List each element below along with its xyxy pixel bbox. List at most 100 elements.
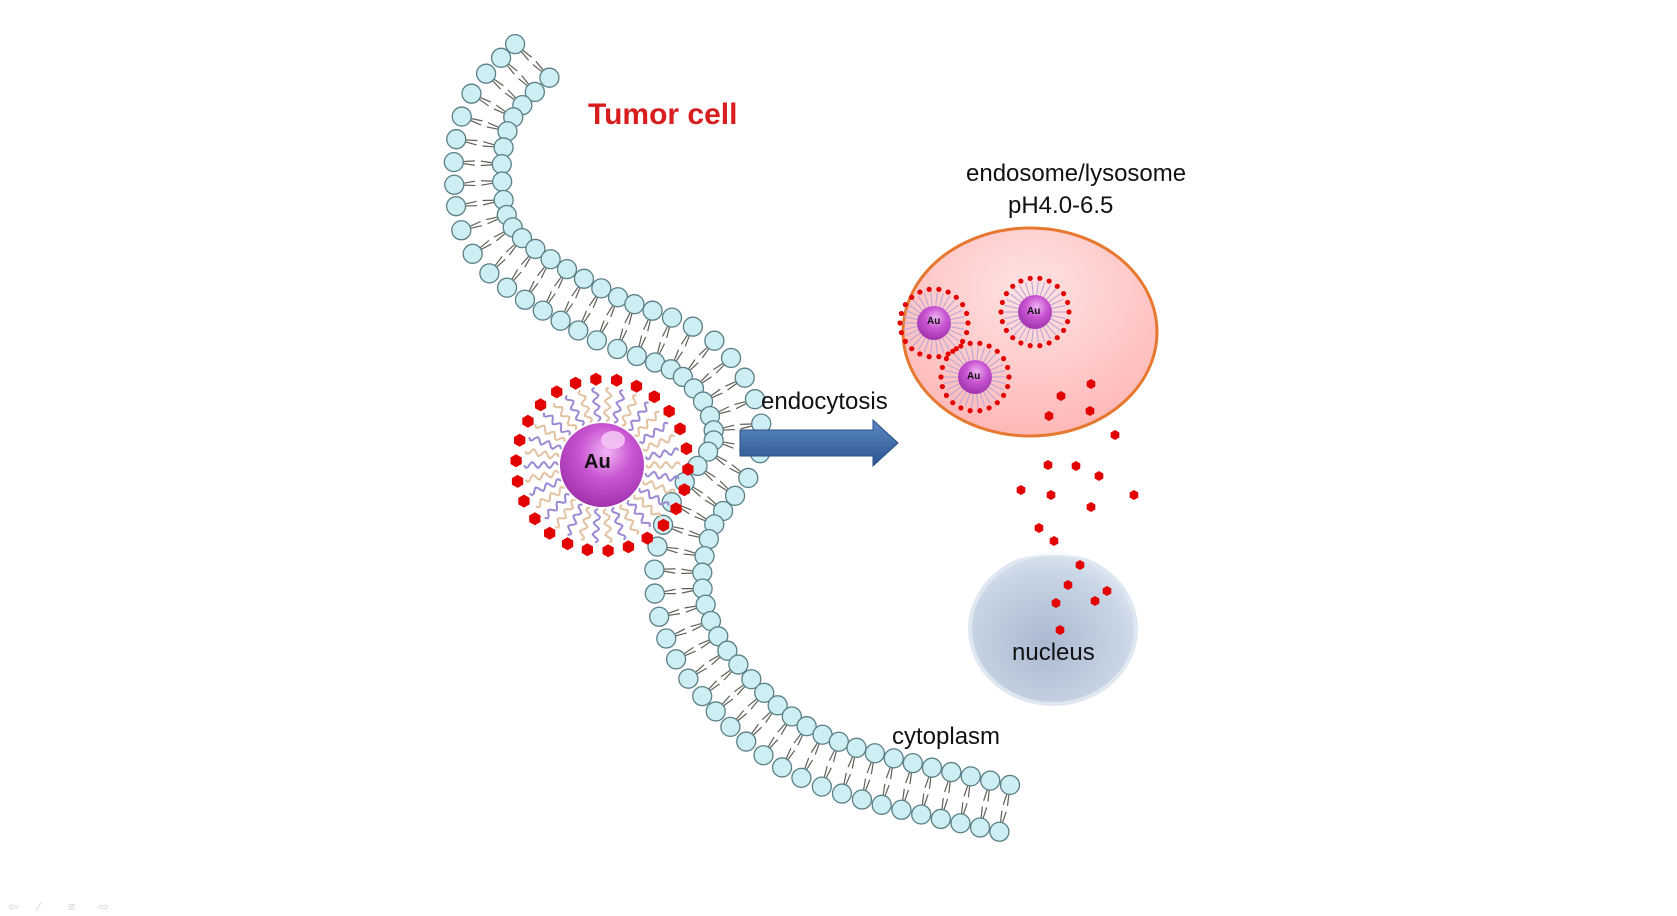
lipid-chain	[944, 370, 959, 375]
drug-molecule	[909, 346, 915, 352]
drug-molecule	[950, 400, 956, 406]
lipid-head	[720, 347, 742, 369]
lipid-head	[491, 154, 512, 175]
lipid-head	[911, 804, 932, 825]
drug-molecule	[680, 442, 693, 456]
lipid-chain	[1013, 324, 1025, 336]
lipid-chain	[524, 469, 560, 484]
lipid-chain	[944, 299, 956, 311]
lipid-head	[902, 753, 923, 774]
lipid-chain	[1050, 298, 1064, 306]
lipid-head	[811, 776, 832, 797]
lipid-head	[647, 536, 668, 557]
slide-nav-controls: ⇦ ∕ ≡ ⇨	[8, 899, 114, 915]
lipid-chain	[639, 421, 669, 445]
lipid-head	[461, 83, 482, 104]
drug-molecule	[986, 343, 992, 349]
lipid-chain	[988, 386, 1001, 396]
lipid-chain	[1031, 281, 1034, 296]
lipid-head	[539, 67, 560, 88]
drug-molecule	[917, 351, 923, 357]
drug-molecule	[1005, 364, 1011, 371]
lipid-chain	[577, 389, 594, 424]
drug-molecule	[1010, 335, 1016, 341]
lipid-chain	[1009, 321, 1022, 331]
lipid-chain	[618, 503, 640, 535]
pen-icon[interactable]: ∕	[38, 899, 41, 914]
lipid-head	[443, 151, 464, 173]
lipid-chain	[991, 370, 1006, 375]
menu-icon[interactable]: ≡	[68, 899, 76, 914]
lipid-chain	[918, 295, 926, 309]
lipid-head	[656, 628, 677, 649]
drug-molecule	[529, 512, 541, 526]
lipid-chain	[979, 347, 986, 362]
lipid-head	[883, 748, 904, 769]
lipid-chain	[1004, 305, 1019, 310]
drug-molecule	[964, 310, 970, 317]
drug-molecule	[569, 376, 582, 390]
lipid-chain	[988, 358, 1001, 368]
lipid-head	[753, 745, 774, 766]
lipid-head	[950, 813, 971, 834]
drug-molecule	[977, 408, 983, 414]
drug-molecule	[1090, 596, 1100, 606]
lipid-chain	[634, 410, 660, 438]
arrow-right-icon[interactable]: ⇨	[98, 899, 109, 914]
drug-molecule	[1054, 283, 1060, 289]
arrow-left-icon[interactable]: ⇦	[8, 899, 19, 914]
lipid-chain	[638, 488, 670, 506]
lipid-head	[728, 654, 749, 675]
lipid-chain	[642, 479, 676, 495]
lipid-chain	[944, 335, 956, 347]
drug-molecule	[1005, 383, 1011, 390]
lipid-chain	[991, 379, 1006, 384]
drug-molecule	[602, 544, 614, 558]
lipid-head	[708, 626, 729, 647]
lipid-chain	[524, 447, 560, 460]
lipid-head	[451, 220, 472, 241]
lipid-chain	[923, 293, 930, 308]
nucleus-shape	[968, 552, 1138, 706]
lipid-chain	[626, 499, 652, 528]
drug-molecule	[663, 404, 675, 418]
lipid-head	[451, 106, 472, 127]
gold-core	[1018, 295, 1052, 329]
drug-molecule	[674, 422, 686, 436]
lipid-chain	[949, 358, 962, 368]
lipid-chain	[1004, 314, 1019, 319]
lipid-chain	[544, 492, 570, 520]
drug-molecule	[1010, 283, 1016, 289]
drug-molecule	[1065, 299, 1071, 306]
drug-molecule	[1044, 411, 1054, 421]
released-drug-molecules	[1016, 379, 1139, 635]
drug-molecule	[581, 543, 593, 557]
lipid-chain	[930, 292, 933, 307]
lipid-head	[738, 467, 759, 489]
lipid-head	[556, 259, 578, 280]
lipid-head	[781, 706, 802, 727]
lipid-head	[744, 389, 766, 410]
drug-molecule	[622, 540, 635, 554]
lipid-head	[941, 761, 962, 783]
lipid-head	[479, 263, 500, 284]
core-highlight	[601, 431, 625, 449]
lipid-chain	[964, 392, 971, 407]
lipid-head	[989, 821, 1010, 842]
lipid-head	[724, 485, 746, 506]
gold-nanoparticle-liposome	[510, 372, 694, 558]
lipid-head	[550, 310, 571, 331]
drug-molecule	[977, 340, 983, 346]
drug-molecule	[657, 518, 670, 532]
lipid-chain	[566, 503, 583, 536]
lipid-chain	[1051, 314, 1066, 319]
lipid-chain	[935, 339, 938, 354]
drug-molecule	[1086, 502, 1096, 512]
gold-core-label-small: Au	[927, 316, 941, 327]
lipid-chain	[542, 412, 571, 436]
drug-molecule	[898, 329, 904, 336]
lipid-chain	[1045, 324, 1057, 336]
endocytosis-arrow	[739, 418, 899, 468]
lipid-chain	[1024, 327, 1031, 342]
drug-molecule	[590, 372, 602, 386]
